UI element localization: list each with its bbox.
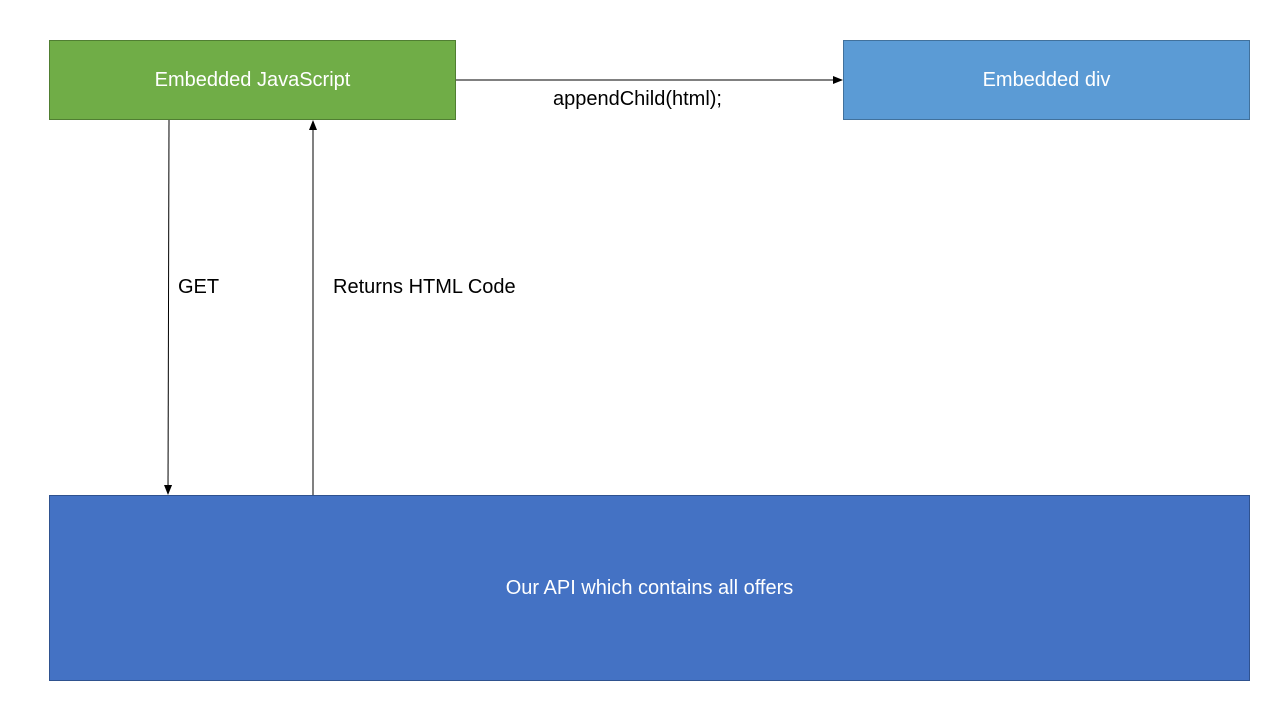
embedded-javascript-box: Embedded JavaScript [49,40,456,120]
embedded-javascript-label: Embedded JavaScript [154,68,351,91]
embedded-div-box: Embedded div [843,40,1250,120]
api-box: Our API which contains all offers [49,495,1250,681]
returns-html-label: Returns HTML Code [333,276,516,298]
embedded-div-label: Embedded div [982,68,1111,91]
api-label: Our API which contains all offers [505,576,794,599]
get-label: GET [178,276,220,298]
append-child-label: appendChild(html); [553,88,722,110]
get-arrow [164,119,173,495]
